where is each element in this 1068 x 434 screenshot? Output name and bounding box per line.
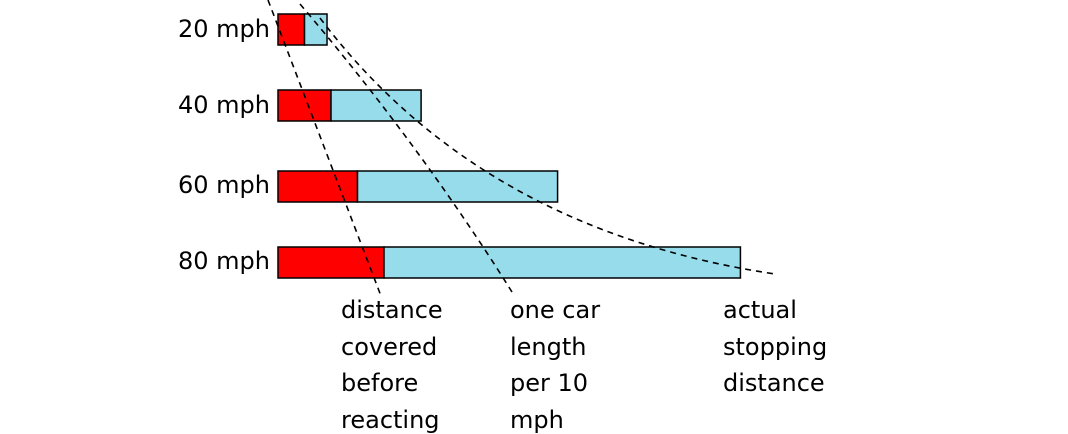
speed-label-40: 40 mph: [178, 91, 270, 119]
reaction-caption-line-4: reacting: [341, 406, 440, 434]
reaction-bar-60: [277, 170, 359, 203]
speed-label-20: 20 mph: [178, 15, 270, 43]
reaction-bar-80: [277, 246, 385, 279]
stopping-caption-line-1: actual: [723, 296, 797, 324]
stopping-distance-guide-curve: [319, 17, 776, 275]
car-length-caption-line-2: length: [510, 333, 587, 361]
stopping-caption-line-3: distance: [723, 369, 825, 397]
car-length-guide-line: [299, 3, 513, 293]
speed-label-60: 60 mph: [178, 171, 270, 199]
speed-label-80: 80 mph: [178, 247, 270, 275]
reaction-caption-line-2: covered: [341, 333, 437, 361]
car-length-caption-line-4: mph: [510, 406, 564, 434]
braking-bar-80: [383, 246, 742, 279]
braking-bar-20: [303, 13, 328, 46]
reaction-bar-20: [277, 13, 306, 46]
reaction-distance-guide-line: [267, 0, 382, 297]
car-length-caption-line-3: per 10: [510, 369, 588, 397]
braking-bar-60: [356, 170, 559, 203]
stopping-caption-line-2: stopping: [723, 333, 827, 361]
reaction-caption-line-3: before: [341, 369, 418, 397]
car-length-caption-line-1: one car: [510, 296, 600, 324]
reaction-caption-line-1: distance: [341, 296, 443, 324]
braking-bar-40: [330, 89, 422, 122]
